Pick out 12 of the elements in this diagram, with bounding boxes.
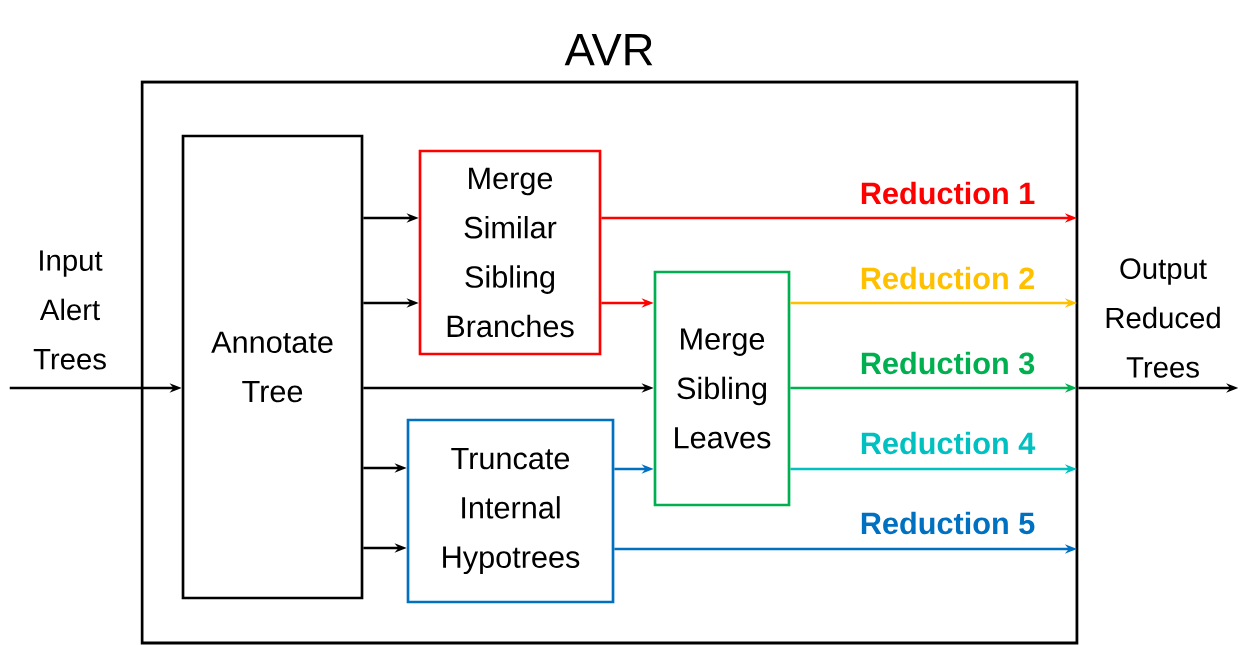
edge-label: Reduction 3 (861, 351, 1035, 375)
io-label: Input Alert Trees (33, 250, 106, 370)
edge-label: Reduction 5 (861, 511, 1035, 535)
process-box: Truncate Internal Hypotrees (406, 418, 615, 604)
process-box: Annotate Tree (181, 134, 364, 600)
process-box: Merge Sibling Leaves (653, 270, 791, 507)
edge-label: Reduction 4 (861, 431, 1036, 455)
edge-label: Reduction 2 (861, 266, 1035, 290)
io-label: Output Reduced Trees (1106, 258, 1220, 378)
node-label: AVR (564, 34, 653, 66)
process-box: Merge Similar Sibling Branches (418, 149, 602, 356)
edge-label: Reduction 1 (861, 181, 1035, 205)
